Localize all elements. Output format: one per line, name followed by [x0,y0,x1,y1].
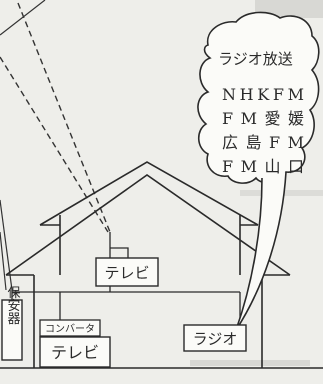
signal-lines [0,2,111,233]
tv-downstairs-box [39,336,111,368]
converter-box [39,319,101,337]
converter-label: コンバータ [45,323,95,335]
tv-downstairs-label: テレビ [51,343,99,362]
radio-label: ラジオ [193,330,238,348]
signal-line-b [17,2,111,233]
left-leads [0,199,13,291]
signal-line-a [0,56,109,233]
station-1: NHKFM [222,85,304,104]
upper-roof [39,161,259,226]
solid-signal-line [0,0,46,36]
radio-box [183,324,247,352]
protector-label: 保安器 [5,286,21,326]
tv-upstairs-label: テレビ [104,264,149,282]
protector-box [1,299,23,361]
main-roof [5,174,291,276]
house [0,161,323,369]
tv-upstairs-box [95,257,159,287]
bubble-title: ラジオ放送 [218,50,293,68]
